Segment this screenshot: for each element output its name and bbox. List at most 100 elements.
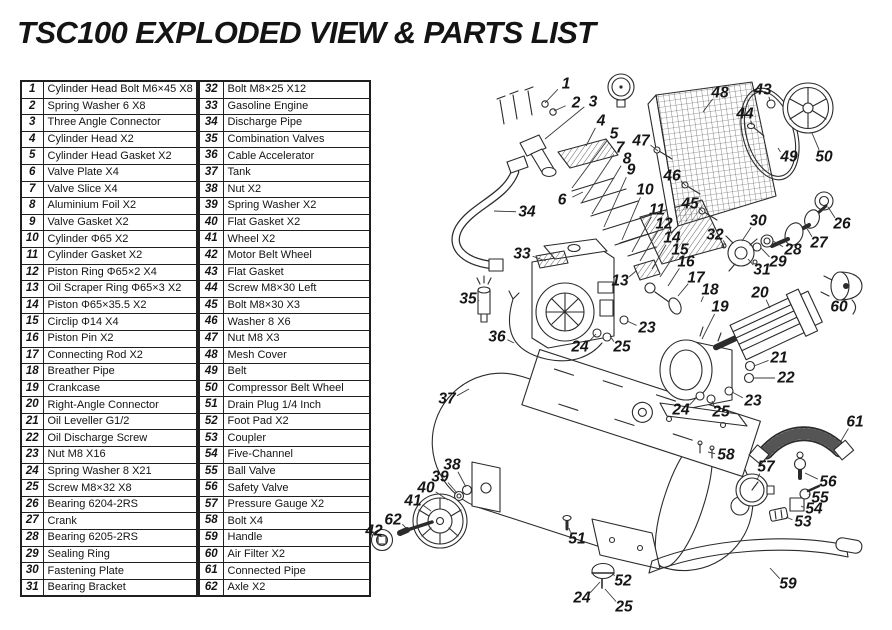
bearing-6204 xyxy=(814,191,834,211)
callout-27: 27 xyxy=(809,235,829,252)
callout-1: 1 xyxy=(562,76,571,93)
engine-nut xyxy=(602,332,612,342)
callout-4: 4 xyxy=(596,113,606,130)
callout-15: 15 xyxy=(671,242,689,259)
callout-leader-15 xyxy=(659,256,674,278)
callout-55: 55 xyxy=(811,490,829,507)
callout-25: 25 xyxy=(711,404,730,421)
callout-34: 34 xyxy=(518,204,536,221)
bearing-bracket xyxy=(721,235,758,272)
callout-leader-24 xyxy=(588,333,597,343)
callout-28: 28 xyxy=(783,242,802,259)
callout-leader-39 xyxy=(447,482,458,494)
callout-leader-18 xyxy=(700,296,704,303)
callout-45: 45 xyxy=(680,196,699,213)
callout-leader-6 xyxy=(572,191,584,198)
callout-leader-56 xyxy=(804,472,818,480)
callout-leader-31 xyxy=(747,258,754,266)
callout-leader-48 xyxy=(702,98,714,113)
callout-61: 61 xyxy=(846,414,863,431)
callout-leader-52 xyxy=(612,572,615,577)
nut xyxy=(461,484,473,496)
five-channel xyxy=(789,497,805,512)
callout-leader-34 xyxy=(493,210,517,213)
engine-nut xyxy=(619,315,629,325)
callout-25: 25 xyxy=(612,339,631,356)
callout-26: 26 xyxy=(832,216,851,233)
callout-39: 39 xyxy=(431,469,449,486)
callout-21: 21 xyxy=(769,350,787,367)
callout-leader-2 xyxy=(553,105,566,112)
callout-leader-16 xyxy=(667,268,680,287)
part-description: Bearing Bracket xyxy=(42,578,198,597)
callout-31: 31 xyxy=(753,262,770,279)
callout-41: 41 xyxy=(403,493,421,510)
callout-leader-51 xyxy=(568,527,571,533)
callout-leader-53 xyxy=(785,516,793,521)
valve-stack-lines xyxy=(571,177,665,246)
flat-gasket-small xyxy=(766,99,776,109)
spring-washer xyxy=(453,490,465,502)
callout-37: 37 xyxy=(438,391,457,408)
screw-left xyxy=(746,122,765,137)
foot-pad xyxy=(591,562,615,589)
oil-leveller xyxy=(744,360,756,372)
callout-3: 3 xyxy=(589,94,598,111)
combination-valves xyxy=(476,275,492,323)
callout-leader-46 xyxy=(680,180,687,187)
air-filter xyxy=(820,271,863,315)
callout-leader-43 xyxy=(768,96,771,102)
callout-24: 24 xyxy=(671,402,690,419)
callout-leader-62 xyxy=(402,523,407,529)
callout-25: 25 xyxy=(614,599,633,616)
coupler xyxy=(768,507,789,522)
gasoline-engine xyxy=(531,238,629,349)
callout-leader-25 xyxy=(711,400,715,406)
callout-18: 18 xyxy=(701,282,719,299)
callout-leader-54 xyxy=(800,505,804,508)
callout-leader-47 xyxy=(650,144,659,152)
ball-valve xyxy=(799,484,821,500)
callout-leader-29 xyxy=(760,247,770,258)
callout-59: 59 xyxy=(779,576,797,593)
callout-leader-23 xyxy=(731,391,744,399)
wheel-bracket xyxy=(471,461,501,513)
callout-24: 24 xyxy=(572,590,591,607)
callout-47: 47 xyxy=(631,133,651,150)
callout-7: 7 xyxy=(616,140,626,157)
part-description: Cylinder Head Bolt M6×45 X8 xyxy=(42,80,198,99)
callout-48: 48 xyxy=(710,85,729,102)
bearing-6205 xyxy=(760,234,774,248)
callout-32: 32 xyxy=(706,227,724,244)
callout-20: 20 xyxy=(750,285,769,302)
mesh-cover xyxy=(647,81,777,234)
crank-assembly xyxy=(752,191,834,252)
muffler xyxy=(535,250,569,269)
callout-leader-44 xyxy=(750,120,753,126)
hardware-nuts-crankcase xyxy=(695,360,756,404)
callout-60: 60 xyxy=(830,299,848,316)
callout-33: 33 xyxy=(513,246,531,263)
callout-14: 14 xyxy=(663,230,681,247)
callout-leader-57 xyxy=(756,473,761,481)
callout-leader-23 xyxy=(626,320,637,326)
callout-58: 58 xyxy=(717,447,735,464)
callout-leader-7 xyxy=(581,154,615,203)
